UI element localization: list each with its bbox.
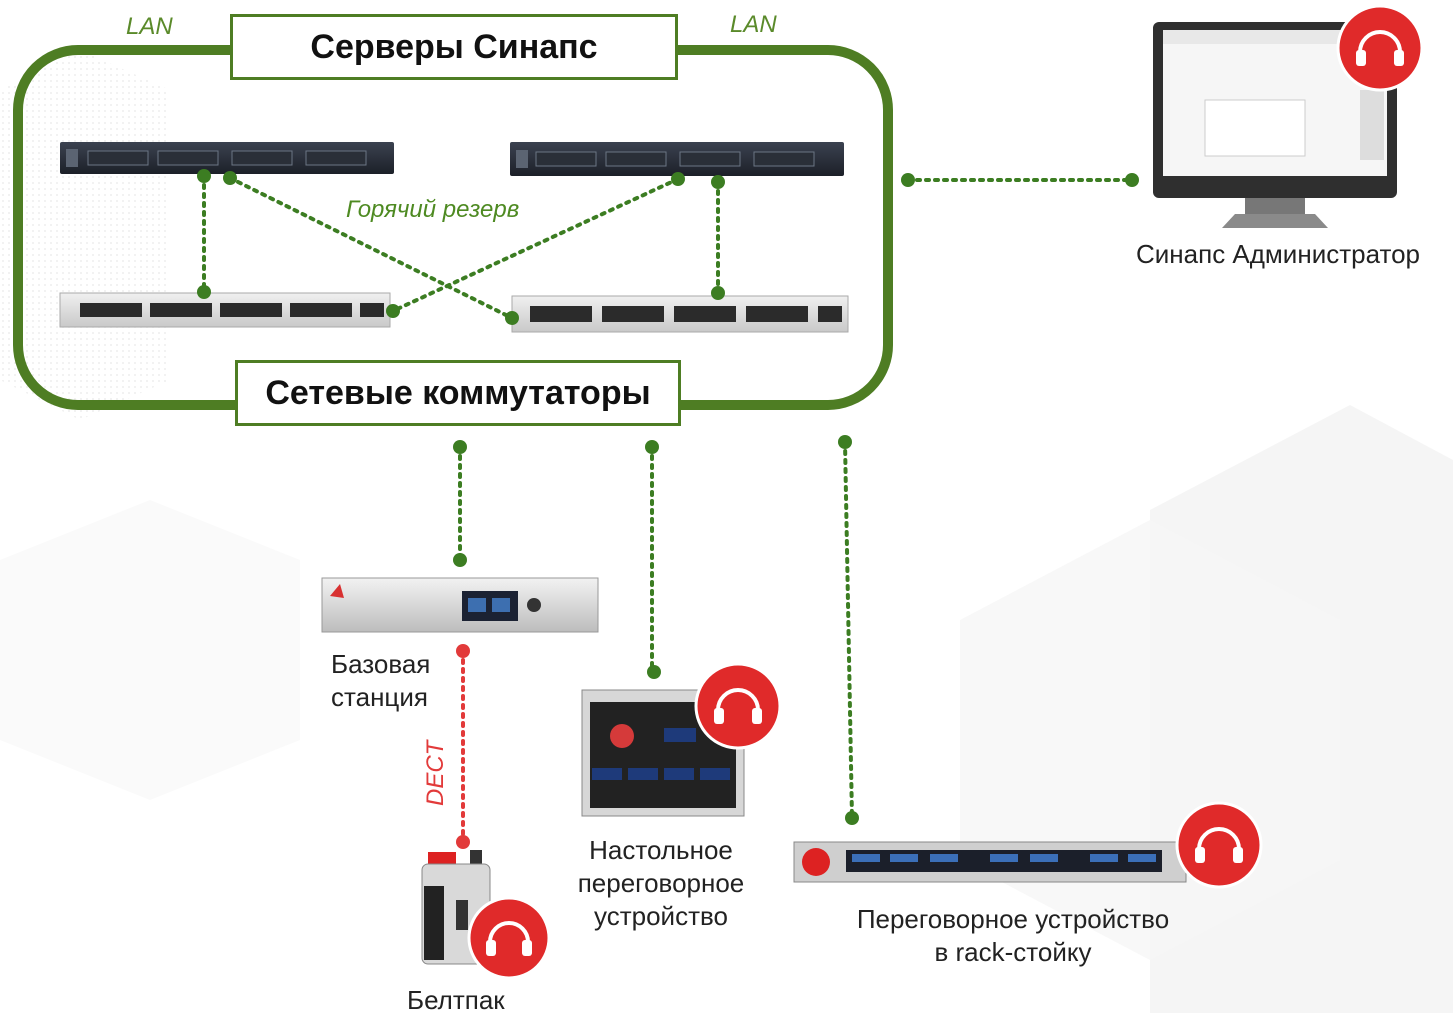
rack-label-line: Переговорное устройство [856,904,1170,934]
lan-label-right: LAN [730,11,777,38]
switches-title: Сетевые коммутаторы [235,360,681,426]
monitor-icon [1153,22,1397,228]
dect-endpoints [456,644,470,849]
rack-intercom-label: Переговорное устройство в rack-стойку [838,903,1188,969]
servers-title: Серверы Синапс [230,14,678,80]
desktop-intercom-label: Настольное переговорное устройство [566,834,756,933]
rack-intercom-icon [793,841,1187,883]
desktop-label-line: переговорное [577,868,745,898]
headset-icon [1336,4,1424,92]
switch-left [59,292,391,328]
base-station-icon [321,577,599,633]
dect-label: DECT [422,740,449,806]
headset-icon [694,662,782,750]
base-station-label-line: станция [331,682,428,712]
rack-label-line: в rack-стойку [934,937,1092,967]
desktop-label-line: устройство [594,901,728,931]
server-left [60,142,394,174]
base-station-label: Базовая станция [331,648,430,714]
switch-right [511,295,849,333]
headset-icon [467,896,551,980]
base-station-label-line: Базовая [331,649,431,679]
admin-label: Синапс Администратор [1136,239,1421,269]
desktop-label-line: Настольное [589,835,733,865]
link-endpoints [197,169,1139,825]
lan-label-left: LAN [126,13,173,40]
server-right [510,142,844,176]
background-hex [0,500,300,800]
headset-icon [1175,801,1263,889]
beltpack-label: Белтпак [407,985,505,1015]
hot-standby-label: Горячий резерв [346,196,520,223]
links [202,174,1134,820]
